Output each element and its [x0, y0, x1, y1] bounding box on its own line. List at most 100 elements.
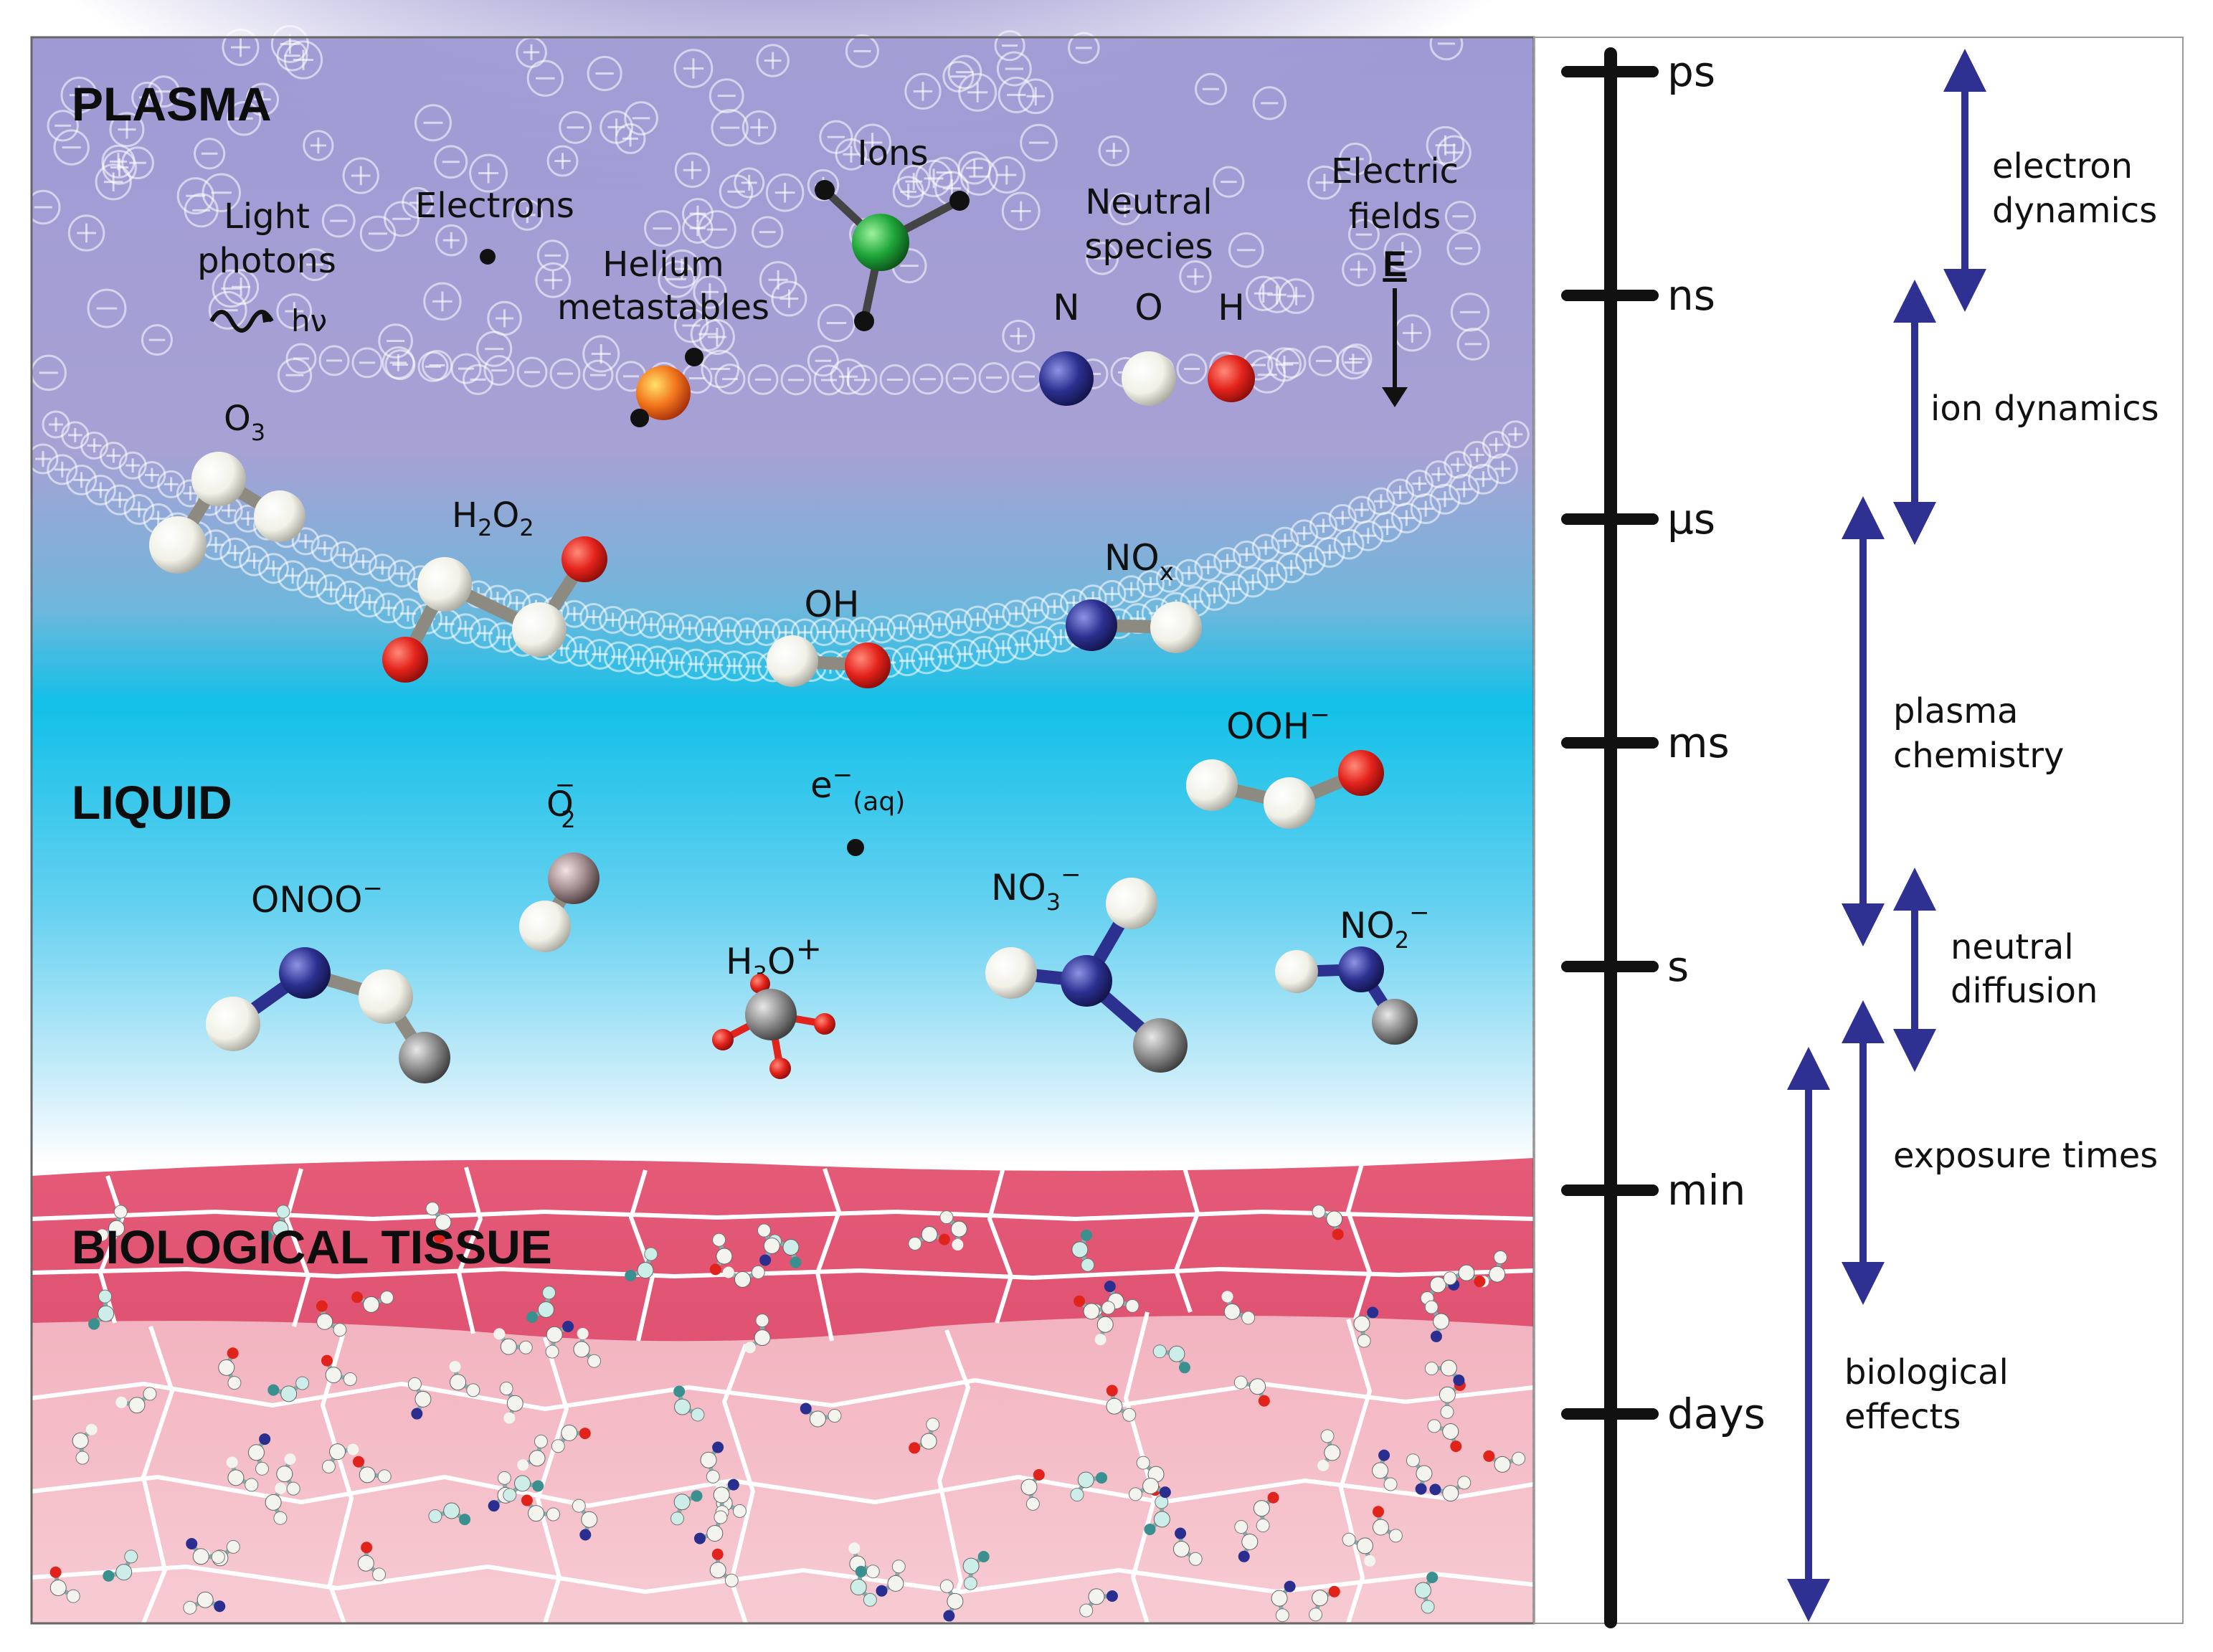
negative-ion-icon — [384, 349, 416, 381]
negative-ion-icon — [463, 364, 494, 395]
electron-dynamics-label-2: dynamics — [1992, 191, 2157, 231]
positive-ion-icon — [1175, 559, 1203, 587]
tissue-molecule — [1312, 1205, 1344, 1240]
positive-ion-icon — [853, 123, 891, 162]
negative-ion-icon — [846, 364, 878, 396]
tissue-molecule — [693, 1510, 728, 1544]
negative-ion-icon — [697, 210, 736, 249]
negative-ion-icon — [1308, 345, 1340, 376]
plasma-chemistry-label-1: plasma — [1893, 691, 2018, 731]
positive-ion-icon — [1155, 564, 1184, 593]
negative-ion-icon — [516, 356, 548, 388]
positive-ion-icon — [101, 144, 136, 179]
negative-ion-icon — [709, 78, 744, 113]
positive-ion-icon — [487, 300, 522, 336]
positive-ion-icon — [1278, 278, 1314, 314]
negative-ion-icon — [285, 343, 317, 374]
nitrogen-atom-icon — [1039, 351, 1094, 406]
positive-ion-icon — [1307, 165, 1342, 200]
positive-ion-icon — [1002, 599, 1030, 628]
nitrate-molecule — [985, 878, 1188, 1073]
o2-label: O−2 — [546, 771, 576, 833]
positive-ion-icon — [1276, 552, 1307, 584]
negative-ion-icon — [47, 110, 79, 142]
positive-ion-icon — [963, 605, 992, 634]
positive-ion-icon — [1098, 135, 1129, 167]
positive-ion-icon — [85, 474, 116, 505]
negative-ion-icon — [845, 34, 879, 68]
negative-ion-icon — [714, 364, 746, 395]
ion-sheath — [26, 24, 1530, 683]
positive-ion-icon — [67, 214, 105, 252]
negative-ion-icon — [1429, 27, 1464, 61]
negative-ion-icon — [450, 353, 482, 384]
tissue-molecule — [351, 1291, 394, 1313]
negative-ion-icon — [1020, 123, 1058, 162]
positive-ion-icon — [257, 553, 289, 584]
ooh-molecule — [1186, 750, 1384, 829]
negative-ion-icon — [147, 75, 180, 108]
tissue-molecule — [1342, 1532, 1376, 1567]
positive-ion-icon — [123, 493, 155, 525]
tissue-molecule — [1429, 1476, 1472, 1502]
negative-ion-icon — [711, 108, 749, 147]
negative-ion-icon — [318, 345, 350, 376]
biological-effects-label-1: biological — [1844, 1352, 2009, 1392]
negative-ion-icon — [807, 345, 839, 377]
tissue-molecule — [744, 1314, 771, 1354]
positive-ion-icon — [741, 110, 777, 145]
negative-ion-icon — [141, 324, 173, 356]
hydronium-molecule — [712, 974, 835, 1079]
positive-ion-icon — [423, 282, 462, 321]
plasma-chemistry-label-2: chemistry — [1893, 736, 2064, 776]
negative-ion-icon — [813, 364, 845, 396]
positive-ion-icon — [868, 615, 896, 644]
positive-ion-icon — [311, 534, 339, 563]
tissue-molecule — [1221, 1291, 1256, 1325]
positive-ion-icon — [222, 29, 260, 66]
tissue-molecule — [673, 1385, 705, 1422]
exposure-times-label: exposure times — [1893, 1136, 2158, 1176]
tissue-molecule — [1424, 1359, 1465, 1386]
negative-ion-icon — [587, 55, 622, 92]
tissue-molecule — [551, 1424, 591, 1453]
negative-ion-icon — [194, 138, 226, 170]
negative-ion-icon — [1338, 142, 1372, 176]
positive-ion-icon — [104, 484, 136, 516]
negative-ion-icon — [1068, 32, 1100, 65]
tissue-molecule — [321, 1354, 357, 1386]
negative-ion-icon — [1228, 232, 1264, 268]
negative-ion-icon — [176, 177, 214, 215]
tissue-molecule — [276, 1453, 300, 1496]
tissue-molecule — [247, 1433, 271, 1476]
positive-ion-icon — [1021, 596, 1050, 625]
positive-ion-icon — [673, 49, 714, 88]
negative-ion-icon — [87, 288, 127, 328]
helium-label: Helium — [602, 245, 724, 285]
tissue-molecule — [425, 1202, 452, 1243]
tissue-lower-layer — [32, 1316, 1534, 1623]
tissue-molecule — [449, 1361, 480, 1397]
positive-ion-icon — [1333, 528, 1365, 560]
negative-ion-icon — [1456, 328, 1490, 361]
negative-ion-icon — [959, 157, 998, 196]
tissue-molecule — [226, 1456, 259, 1492]
o3-molecule — [149, 452, 305, 574]
negative-ion-icon — [226, 101, 262, 136]
negative-ion-icon — [780, 364, 812, 396]
positive-ion-icon — [138, 460, 166, 489]
positive-ion-icon — [1041, 592, 1069, 621]
positive-ion-icon — [599, 605, 627, 634]
tissue-molecule — [545, 1321, 574, 1359]
metastables-label: metastables — [557, 288, 769, 328]
positive-ion-icon — [892, 176, 924, 208]
light-label: Light — [224, 196, 310, 237]
tissue-molecule — [115, 1387, 157, 1414]
tissue-molecule — [186, 1538, 225, 1565]
tissue-molecule — [757, 1223, 780, 1266]
tissue-molecule — [260, 1205, 290, 1243]
hydrogen-atom-icon — [1208, 355, 1255, 402]
positive-ion-icon — [1410, 493, 1441, 524]
positive-ion-icon — [368, 554, 397, 582]
